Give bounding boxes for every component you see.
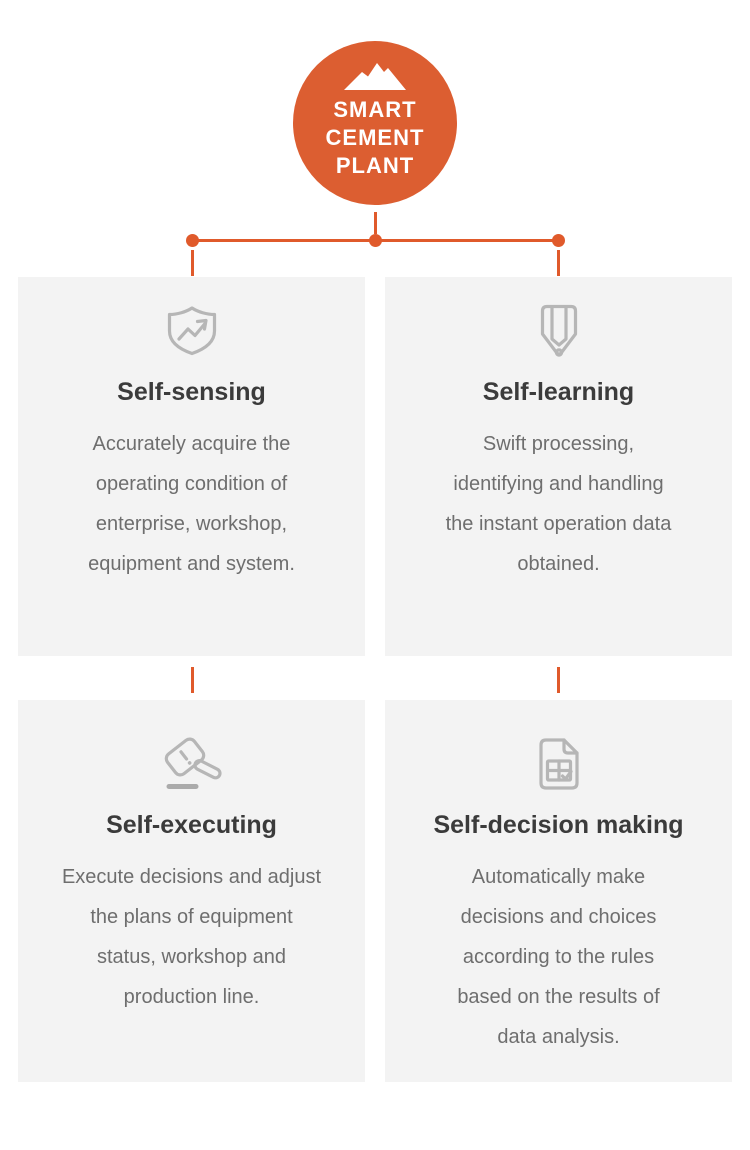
connector-mid-left bbox=[190, 667, 194, 693]
card-title: Self-executing bbox=[106, 811, 277, 839]
connector-stub-right bbox=[556, 250, 560, 276]
card-title: Self-decision making bbox=[433, 811, 684, 839]
mountain-icon bbox=[344, 63, 406, 90]
connector-stub-left bbox=[190, 250, 194, 276]
card-body: Execute decisions and adjust the plans o… bbox=[61, 866, 322, 1008]
hero-title-line1: SMART bbox=[333, 97, 417, 122]
card-body: Accurately acquire the operating conditi… bbox=[88, 433, 295, 575]
gavel-icon bbox=[159, 736, 225, 792]
connector-circle-stem bbox=[373, 212, 377, 234]
card-self-sensing: Self-sensing Accurately acquire the oper… bbox=[18, 277, 365, 656]
card-body: Automatically make decisions and choices… bbox=[457, 866, 660, 1048]
card-title: Self-sensing bbox=[117, 378, 266, 406]
hero-title-line3: PLANT bbox=[335, 153, 415, 178]
connector-dot-left bbox=[185, 233, 199, 247]
card-self-learning: Self-learning Swift processing, identify… bbox=[385, 277, 732, 656]
pencil-icon bbox=[536, 303, 582, 359]
connector-mid-right bbox=[556, 667, 560, 693]
connector-dot-center bbox=[368, 233, 382, 247]
card-body: Swift processing, identifying and handli… bbox=[445, 433, 672, 575]
shield-trend-icon bbox=[165, 303, 219, 359]
hero-circle: SMART CEMENT PLANT bbox=[293, 41, 457, 205]
card-self-decision-making: Self-decision making Automatically make … bbox=[385, 700, 732, 1082]
document-check-icon bbox=[534, 736, 584, 792]
connector-dot-right bbox=[551, 233, 565, 247]
hero-title-line2: CEMENT bbox=[325, 125, 425, 150]
card-title: Self-learning bbox=[482, 378, 635, 406]
card-self-executing: Self-executing Execute decisions and adj… bbox=[18, 700, 365, 1082]
hero-title: SMART CEMENT PLANT bbox=[326, 96, 425, 180]
